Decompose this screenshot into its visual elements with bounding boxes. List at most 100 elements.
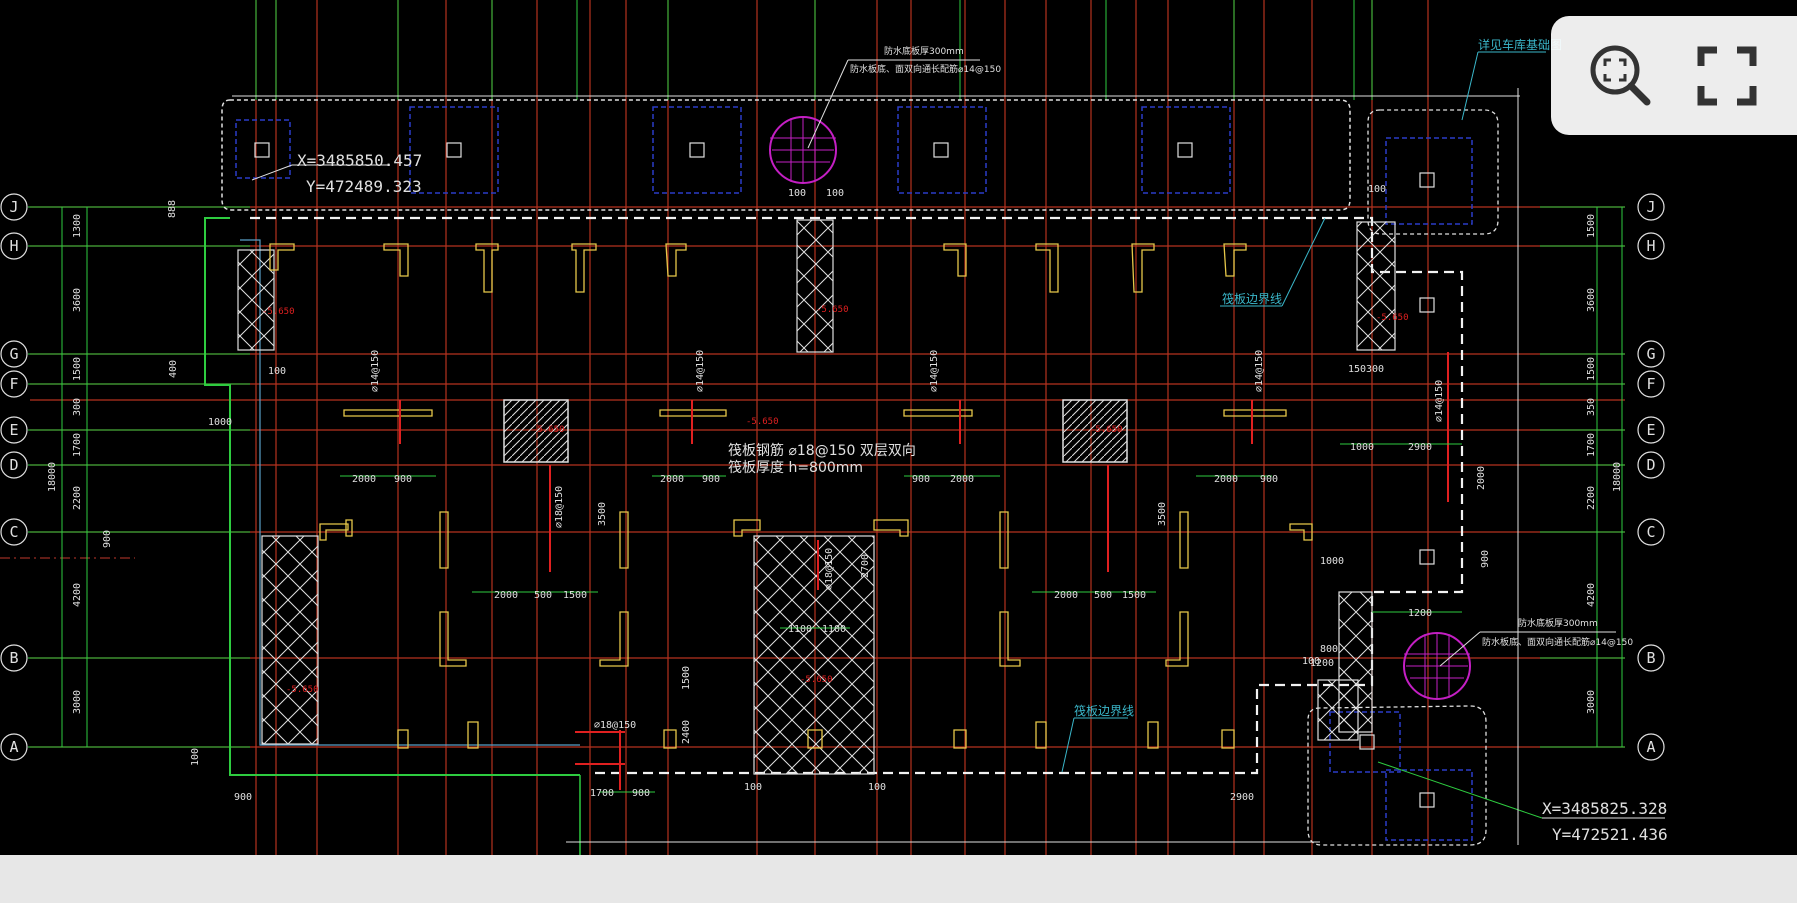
svg-text:3600: 3600	[1586, 288, 1597, 312]
axis-extension-lines	[28, 206, 1625, 748]
coord-top-y: Y=472489.323	[306, 177, 422, 196]
svg-text:2000: 2000	[1476, 466, 1487, 490]
svg-text:1700: 1700	[590, 788, 614, 799]
raft-notes: 筏板钢筋 ⌀18@150 双层双向 筏板厚度 h=800mm	[728, 442, 916, 476]
svg-text:1100: 1100	[822, 624, 846, 635]
fullscreen-icon	[1697, 46, 1757, 106]
svg-text:1700: 1700	[1586, 433, 1597, 457]
svg-text:2000: 2000	[950, 474, 974, 485]
svg-text:-5.650: -5.650	[800, 675, 833, 685]
svg-text:2000: 2000	[494, 590, 518, 601]
svg-text:18000: 18000	[1612, 462, 1623, 492]
axis-label-f: F	[9, 375, 18, 393]
raft-boundary-label-1: 筏板边界线	[1222, 292, 1282, 306]
svg-text:400: 400	[168, 360, 179, 378]
top-cloud-outline	[221, 99, 1351, 211]
top-extension-lines	[255, 0, 1373, 100]
svg-text:⌀14@150: ⌀14@150	[370, 350, 381, 392]
svg-text:⌀14@150: ⌀14@150	[1254, 350, 1265, 392]
waterproof-note-top-1: 防水底板厚300mm	[884, 45, 964, 57]
axis-label-c-right: C	[1646, 523, 1655, 541]
svg-text:2000: 2000	[660, 474, 684, 485]
axis-bubbles-left	[0, 193, 28, 761]
svg-text:1300: 1300	[72, 214, 83, 238]
elevation-labels: -5.650 -5.650 -5.650 -5.650 -5.650 -5.65…	[262, 305, 1409, 695]
coordinate-top: X=3485850.457 Y=472489.323	[251, 151, 422, 196]
svg-text:2400: 2400	[681, 720, 692, 744]
rebar-labels: ⌀14@150 ⌀14@150 ⌀14@150 ⌀14@150 ⌀18@150 …	[370, 350, 1445, 731]
sump-pit-top	[769, 116, 837, 184]
svg-text:2200: 2200	[1586, 486, 1597, 510]
hatched-walls	[237, 219, 1396, 775]
svg-text:100: 100	[826, 188, 844, 199]
svg-text:500: 500	[534, 590, 552, 601]
waterproof-notes: 防水底板厚300mm 防水板底、面双向通长配筋⌀14@150 防水底板厚300m…	[807, 45, 1633, 667]
svg-text:800: 800	[1320, 644, 1338, 655]
svg-text:-5.650: -5.650	[746, 417, 779, 427]
svg-text:3600: 3600	[72, 288, 83, 312]
svg-text:2000: 2000	[1214, 474, 1238, 485]
svg-text:-5.650: -5.650	[1090, 425, 1123, 435]
svg-text:-5.650: -5.650	[286, 685, 319, 695]
svg-text:2900: 2900	[1408, 442, 1432, 453]
fullscreen-button[interactable]	[1687, 36, 1767, 116]
svg-text:300: 300	[1366, 364, 1384, 375]
coord-bottom-x: X=3485825.328	[1542, 799, 1667, 818]
svg-text:3500: 3500	[1157, 502, 1168, 526]
svg-text:2900: 2900	[1230, 792, 1254, 803]
pile-caps	[235, 106, 1473, 841]
axis-label-h-right: H	[1646, 237, 1655, 255]
svg-text:2200: 2200	[72, 486, 83, 510]
axis-label-c: C	[9, 523, 18, 541]
waterproof-note-bottom-2: 防水板底、面双向通长配筋⌀14@150	[1482, 636, 1633, 648]
axis-label-d-right: D	[1646, 456, 1655, 474]
svg-text:2700: 2700	[860, 554, 871, 578]
cad-drawing-viewport[interactable]: J H G F E D C B A J H G F E D C B A 1300…	[0, 0, 1797, 855]
svg-text:1200: 1200	[1408, 608, 1432, 619]
svg-text:100: 100	[1302, 656, 1320, 667]
svg-text:⌀18@150: ⌀18@150	[554, 486, 565, 528]
axis-label-b-right: B	[1646, 649, 1655, 667]
axis-label-j: J	[9, 198, 18, 216]
svg-text:4200: 4200	[1586, 583, 1597, 607]
detail-ref-label: 详见车库基础图	[1478, 37, 1562, 52]
axis-labels-right: J H G F E D C B A	[1646, 198, 1655, 756]
cad-drawing[interactable]: J H G F E D C B A J H G F E D C B A 1300…	[0, 0, 1797, 855]
waterproof-note-bottom-1: 防水底板厚300mm	[1518, 617, 1598, 629]
raft-rebar-note: 筏板钢筋 ⌀18@150 双层双向	[728, 442, 916, 459]
outer-outline	[204, 217, 580, 776]
svg-text:1000: 1000	[1350, 442, 1374, 453]
viewer-toolbar	[1551, 16, 1797, 135]
axis-label-j-right: J	[1646, 198, 1655, 216]
axis-label-e-right: E	[1646, 421, 1655, 439]
sump-pit-bottom	[1403, 632, 1471, 700]
core-pits	[503, 399, 1128, 463]
svg-text:⌀14@150: ⌀14@150	[929, 350, 940, 392]
coordinate-bottom: X=3485825.328 Y=472521.436	[1377, 761, 1668, 844]
svg-text:1000: 1000	[208, 417, 232, 428]
raft-boundary	[250, 216, 1464, 775]
columns	[269, 243, 1313, 749]
raft-boundary-label-2: 筏板边界线	[1074, 704, 1134, 718]
svg-text:350: 350	[1586, 398, 1597, 416]
svg-text:1200: 1200	[1310, 658, 1334, 669]
axis-label-g-right: G	[1646, 345, 1655, 363]
svg-text:-5.650: -5.650	[532, 425, 565, 435]
svg-text:100: 100	[268, 366, 286, 377]
left-dimensions: 1300 3600 1500 300 1700 2200 4200 3000 1…	[47, 214, 83, 714]
raft-boundary-labels: 筏板边界线 筏板边界线 详见车库基础图	[1061, 37, 1562, 773]
axis-label-h: H	[9, 237, 18, 255]
svg-text:⌀18@150: ⌀18@150	[594, 720, 636, 731]
svg-text:900: 900	[1480, 550, 1491, 568]
svg-text:500: 500	[1094, 590, 1112, 601]
axis-label-d: D	[9, 456, 18, 474]
svg-text:⌀14@150: ⌀14@150	[695, 350, 706, 392]
svg-text:900: 900	[234, 792, 252, 803]
svg-text:900: 900	[394, 474, 412, 485]
zoom-button[interactable]	[1581, 36, 1661, 116]
svg-text:-5.650: -5.650	[1376, 313, 1409, 323]
raft-thickness-note: 筏板厚度 h=800mm	[728, 459, 863, 476]
right-top-cloud	[1367, 109, 1499, 235]
svg-text:1500: 1500	[72, 357, 83, 381]
svg-text:-5.650: -5.650	[816, 305, 849, 315]
